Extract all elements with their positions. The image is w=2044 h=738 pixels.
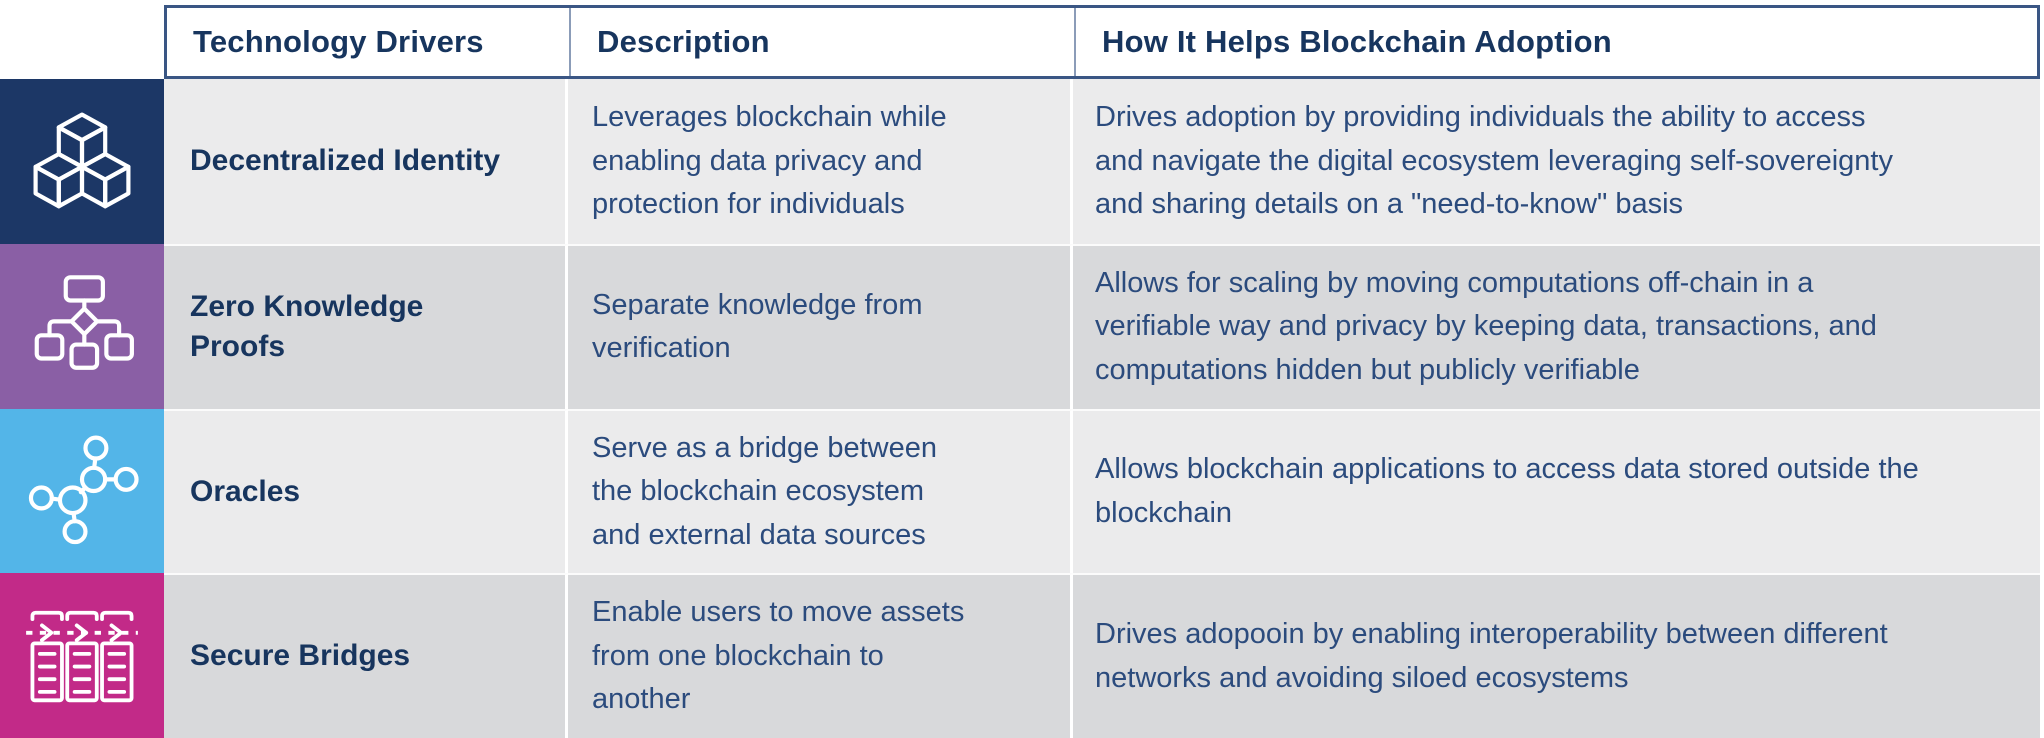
driver-name: Zero Knowledge Proofs [164, 243, 568, 409]
table-row: Secure Bridges Enable users to move asse… [0, 573, 2040, 738]
driver-description: Serve as a bridge between the blockchain… [568, 408, 1073, 574]
driver-adoption-benefit: Allows blockchain applications to access… [1073, 408, 2040, 574]
ledger-bridge-icon [26, 610, 138, 702]
column-header-how-it-helps: How It Helps Blockchain Adoption [1102, 24, 1612, 59]
network-nodes-icon [28, 435, 139, 545]
column-header-technology-drivers: Technology Drivers [167, 8, 571, 76]
driver-description: Leverages blockchain while enabling data… [568, 79, 1073, 244]
table-row: Decentralized Identity Leverages blockch… [0, 79, 2040, 244]
driver-name-text: Oracles [190, 474, 301, 508]
driver-description: Enable users to move assets from one blo… [568, 573, 1073, 738]
table-header-row: Technology Drivers Description How It He… [164, 5, 2040, 79]
driver-description-text: Enable users to move assets from one blo… [592, 596, 965, 716]
driver-description-text: Separate knowledge from verification [592, 288, 923, 365]
driver-adoption-benefit: Allows for scaling by moving computation… [1073, 243, 2040, 409]
driver-name: Decentralized Identity [164, 79, 568, 244]
icon-tile [0, 243, 164, 409]
driver-description-text: Serve as a bridge between the blockchain… [592, 431, 937, 551]
column-header-description: Description [571, 8, 1076, 76]
icon-tile [0, 573, 164, 738]
driver-description-text: Leverages blockchain while enabling data… [592, 101, 947, 221]
driver-name: Oracles [164, 408, 568, 574]
cubes-icon [33, 112, 131, 209]
icon-tile [0, 408, 164, 574]
icon-tile [0, 79, 164, 244]
table-row: Zero Knowledge Proofs Separate knowledge… [0, 243, 2040, 409]
driver-adoption-text: Allows for scaling by moving computation… [1095, 266, 1877, 386]
driver-name: Secure Bridges [164, 573, 568, 738]
driver-name-text: Decentralized Identity [190, 144, 501, 178]
driver-adoption-text: Drives adoption by providing individuals… [1095, 101, 1893, 221]
driver-adoption-text: Allows blockchain applications to access… [1095, 453, 1919, 529]
driver-adoption-benefit: Drives adoption by providing individuals… [1073, 79, 2040, 244]
table-body: Decentralized Identity Leverages blockch… [0, 79, 2040, 738]
driver-name-text: Secure Bridges [190, 639, 411, 673]
driver-adoption-benefit: Drives adopooin by enabling interoperabi… [1073, 573, 2040, 738]
driver-adoption-text: Drives adopooin by enabling interoperabi… [1095, 618, 1888, 694]
flowchart-icon [34, 275, 134, 370]
driver-description: Separate knowledge from verification [568, 243, 1073, 409]
table-row: Oracles Serve as a bridge between the bl… [0, 408, 2040, 574]
driver-name-text: Zero Knowledge Proofs [190, 289, 424, 364]
